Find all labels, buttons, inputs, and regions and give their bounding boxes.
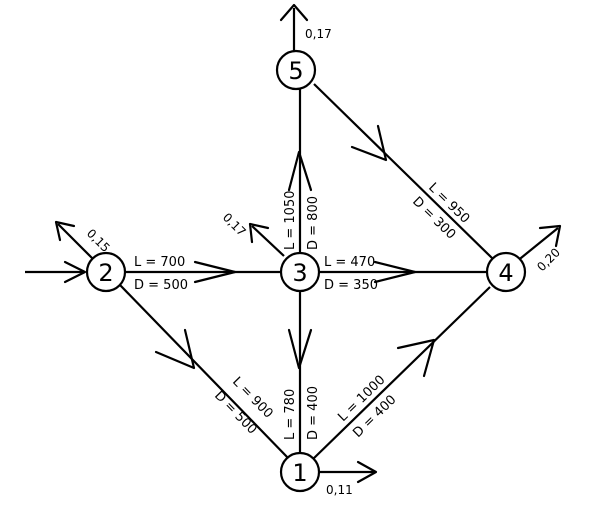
node-5-label: 5 bbox=[288, 57, 303, 85]
node-2-circle bbox=[85, 251, 127, 293]
arrow-pipe-3-1 bbox=[287, 328, 313, 370]
demand-head-node-3 bbox=[248, 222, 270, 244]
pipe-3-4-diameter: D = 350 bbox=[324, 278, 378, 293]
arrow-pipe-3-5 bbox=[287, 150, 313, 192]
demand-label-node-3: 0,17 bbox=[220, 210, 249, 239]
demand-line-node-4 bbox=[515, 227, 559, 263]
demand-arrows bbox=[54, 3, 562, 484]
demand-label-node-1: 0,11 bbox=[326, 483, 353, 497]
demand-label-node-5: 0,17 bbox=[305, 27, 332, 41]
demand-line-node-3 bbox=[251, 225, 285, 257]
pipe-3-5-length: L = 1050 bbox=[283, 191, 298, 250]
node-4-circle bbox=[485, 251, 527, 293]
node-3-circle bbox=[279, 251, 321, 293]
pipe-5-4 bbox=[313, 83, 493, 259]
arrow-pipe-2-3 bbox=[193, 260, 237, 284]
node-5-circle bbox=[275, 49, 317, 91]
pipe-3-1-length: L = 780 bbox=[283, 389, 298, 440]
pipe-2-1 bbox=[119, 284, 291, 461]
node-3-label: 3 bbox=[292, 259, 307, 287]
node-2-label: 2 bbox=[98, 259, 113, 287]
pipe-3-4-length: L = 470 bbox=[324, 255, 375, 270]
node-4: 4 bbox=[485, 251, 527, 293]
arrow-pipe-1-4 bbox=[396, 338, 436, 378]
demand-label-node-4: 0,20 bbox=[534, 245, 563, 274]
pipe-labels: L = 700 D = 500 L = 470 D = 350 L = 1050… bbox=[134, 180, 472, 441]
node-4-label: 4 bbox=[498, 259, 513, 287]
arrow-inflow-node-2 bbox=[63, 260, 87, 284]
arrow-pipe-3-4 bbox=[373, 260, 417, 284]
node-5: 5 bbox=[275, 49, 317, 91]
demand-head-node-1 bbox=[356, 460, 378, 484]
pipe-1-4 bbox=[311, 286, 491, 461]
arrow-pipe-5-4 bbox=[350, 124, 388, 162]
demand-head-node-2 bbox=[54, 220, 76, 242]
arrow-pipe-2-1 bbox=[154, 328, 196, 370]
pipe-2-3-length: L = 700 bbox=[134, 255, 185, 270]
demand-label-node-2: 0,15 bbox=[84, 226, 113, 255]
node-2: 2 bbox=[85, 251, 127, 293]
node-1-label: 1 bbox=[292, 459, 307, 487]
node-1: 1 bbox=[279, 451, 321, 493]
demand-head-node-4 bbox=[538, 224, 562, 248]
pipes-layer bbox=[25, 83, 493, 461]
node-1-circle bbox=[279, 451, 321, 493]
demand-head-node-5 bbox=[279, 3, 309, 22]
flow-direction-arrows bbox=[63, 124, 436, 378]
nodes-layer: 1 2 3 4 5 bbox=[85, 49, 527, 493]
pipe-3-5-diameter: D = 800 bbox=[306, 196, 321, 250]
pipe-3-1-diameter: D = 400 bbox=[306, 386, 321, 440]
node-3: 3 bbox=[279, 251, 321, 293]
demand-line-node-2 bbox=[57, 223, 93, 259]
pipe-2-3-diameter: D = 500 bbox=[134, 278, 188, 293]
